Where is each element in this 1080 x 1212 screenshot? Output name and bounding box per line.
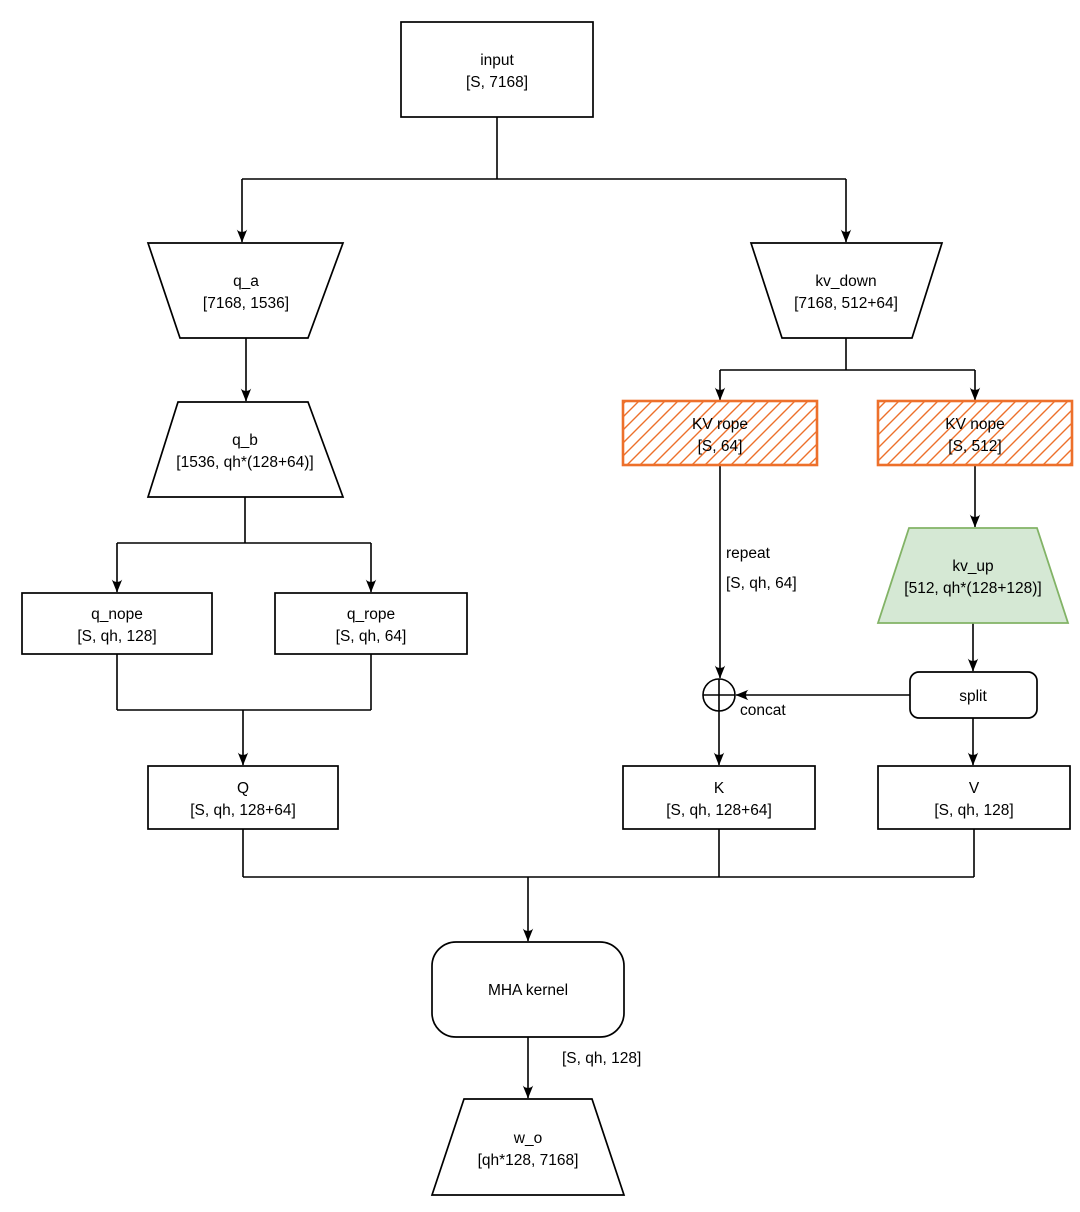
node-kv-nope: KV nope [S, 512]	[876, 399, 1074, 467]
split-label: split	[959, 688, 987, 705]
q-dims: [S, qh, 128+64]	[190, 802, 296, 819]
concat-plus-icon	[703, 679, 735, 711]
kv-rope-dims: [S, 64]	[698, 438, 743, 455]
node-q-b: q_b [1536, qh*(128+64)]	[146, 401, 345, 498]
q-label: Q	[237, 780, 249, 797]
kv-up-trapezoid	[876, 527, 1070, 624]
edges	[111, 117, 981, 1099]
split-box	[909, 671, 1038, 719]
node-input: input [S, 7168]	[400, 21, 594, 118]
kv-rope-hatched-box	[621, 399, 819, 467]
q-b-dims: [1536, qh*(128+64)]	[176, 454, 313, 471]
q-rope-dims: [S, qh, 64]	[336, 628, 407, 645]
q-rope-box	[274, 592, 468, 655]
q-b-label: q_b	[232, 432, 258, 449]
q-a-dims: [7168, 1536]	[203, 295, 289, 312]
node-split: split	[909, 671, 1038, 719]
node-concat	[702, 678, 736, 712]
mha-kernel-box	[431, 941, 625, 1038]
q-a-trapezoid	[146, 242, 345, 339]
node-kv-down: kv_down [7168, 512+64]	[749, 242, 944, 339]
w-o-dims: [qh*128, 7168]	[478, 1152, 579, 1169]
input-label: input	[480, 52, 514, 69]
node-v: V [S, qh, 128]	[877, 765, 1071, 830]
repeat-label: repeat	[726, 545, 771, 562]
v-dims: [S, qh, 128]	[934, 802, 1013, 819]
k-box	[622, 765, 816, 830]
edge-labels: repeat [S, qh, 64] concat [S, qh, 128]	[562, 545, 797, 1067]
q-box	[147, 765, 339, 830]
kv-rope-label: KV rope	[692, 416, 748, 433]
node-kv-up: kv_up [512, qh*(128+128)]	[876, 527, 1070, 624]
kv-nope-dims: [S, 512]	[948, 438, 1001, 455]
kv-nope-hatched-box	[876, 399, 1074, 467]
node-k: K [S, qh, 128+64]	[622, 765, 816, 830]
kv-down-trapezoid	[749, 242, 944, 339]
node-mha-kernel: MHA kernel	[431, 941, 625, 1038]
v-box	[877, 765, 1071, 830]
kv-down-dims: [7168, 512+64]	[794, 295, 898, 312]
q-nope-box	[21, 592, 213, 655]
mha-out-dims-label: [S, qh, 128]	[562, 1050, 641, 1067]
kv-up-dims: [512, qh*(128+128)]	[904, 580, 1041, 597]
kv-nope-label: KV nope	[945, 416, 1004, 433]
q-a-label: q_a	[233, 273, 259, 290]
q-nope-dims: [S, qh, 128]	[77, 628, 156, 645]
node-q-rope: q_rope [S, qh, 64]	[274, 592, 468, 655]
node-q: Q [S, qh, 128+64]	[147, 765, 339, 830]
kv-up-label: kv_up	[952, 558, 993, 575]
repeat-dims-label: [S, qh, 64]	[726, 575, 797, 592]
node-kv-rope: KV rope [S, 64]	[621, 399, 819, 467]
node-w-o: w_o [qh*128, 7168]	[430, 1098, 626, 1196]
v-label: V	[969, 780, 980, 797]
kv-down-label: kv_down	[815, 273, 876, 290]
k-label: K	[714, 780, 725, 797]
q-b-trapezoid	[146, 401, 345, 498]
w-o-trapezoid	[430, 1098, 626, 1196]
q-rope-label: q_rope	[347, 606, 395, 623]
node-q-a: q_a [7168, 1536]	[146, 242, 345, 339]
concat-label: concat	[740, 702, 786, 719]
k-dims: [S, qh, 128+64]	[666, 802, 772, 819]
mha-kernel-label: MHA kernel	[488, 982, 568, 999]
w-o-label: w_o	[513, 1130, 542, 1147]
q-nope-label: q_nope	[91, 606, 143, 623]
node-q-nope: q_nope [S, qh, 128]	[21, 592, 213, 655]
input-box	[400, 21, 594, 118]
input-dims: [S, 7168]	[466, 74, 528, 91]
